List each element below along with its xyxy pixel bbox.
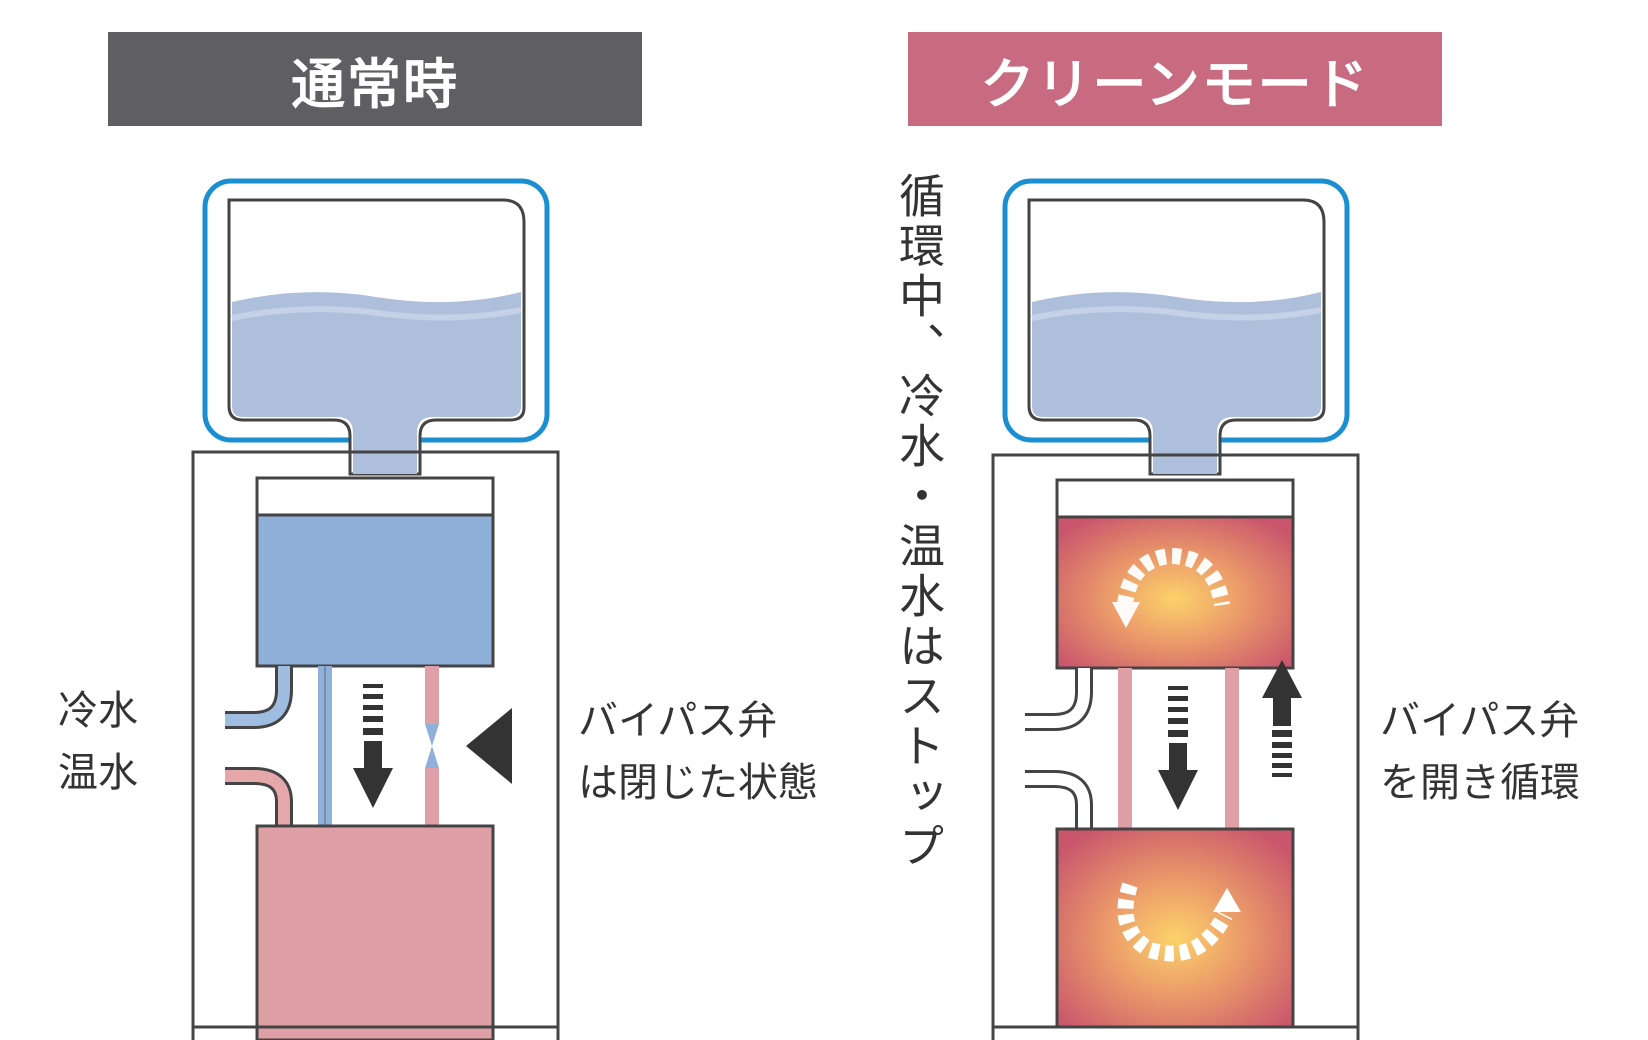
circulation-arrow-icon xyxy=(1117,882,1241,962)
hot-outlet-stopped xyxy=(1025,773,1090,829)
bottle-water xyxy=(232,292,521,474)
cold-tank-water xyxy=(258,515,492,665)
dispenser-body xyxy=(191,450,560,1040)
valve-indicator-icon xyxy=(466,708,512,784)
bypass-note-line1: バイパス弁 xyxy=(578,698,778,744)
dispenser-body xyxy=(991,453,1360,1040)
circulation-arrow-icon xyxy=(1112,547,1230,628)
clean-note-line1: バイパス弁 xyxy=(1380,698,1580,744)
flow-down-arrow xyxy=(353,684,393,808)
cold-water-outlet xyxy=(225,666,290,726)
hot-water-outlet xyxy=(225,770,290,826)
flow-down-arrow xyxy=(1158,686,1198,810)
normal-mode-title: 通常時 xyxy=(291,52,459,116)
flow-up-arrow xyxy=(1262,660,1302,777)
normal-mode-banner: 通常時 xyxy=(108,32,642,126)
hot-water-label: 温水 xyxy=(58,750,138,796)
hot-water-tank xyxy=(255,824,495,1040)
clean-mode-title: クリーンモード xyxy=(980,52,1370,116)
clean-diagram xyxy=(991,178,1360,1040)
cold-outlet-stopped xyxy=(1025,668,1090,728)
bypass-note-line2: は閉じた状態 xyxy=(578,760,818,806)
bypass-valve-closed xyxy=(425,724,439,768)
clean-note-line2: を開き循環 xyxy=(1380,760,1580,806)
cold-water-label: 冷水 xyxy=(58,688,138,734)
upper-tank-glow xyxy=(1058,517,1292,667)
normal-diagram xyxy=(191,178,560,1040)
water-surface xyxy=(1031,306,1322,321)
clean-side-note: 循環中、冷水・温水はストップ xyxy=(892,172,946,872)
water-surface xyxy=(231,306,522,321)
bottle-water xyxy=(1032,292,1321,474)
clean-mode-banner: クリーンモード xyxy=(908,32,1442,126)
lower-tank-heated xyxy=(1055,827,1295,1029)
